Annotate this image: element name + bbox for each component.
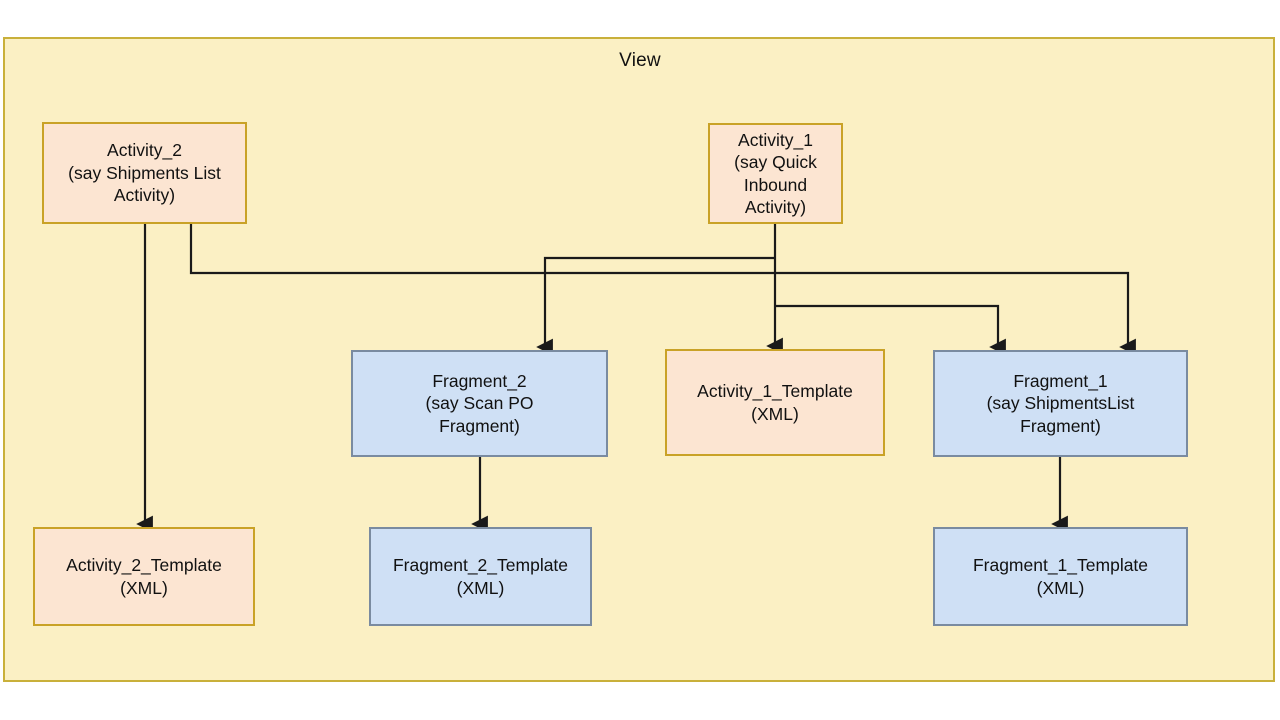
node-activity_1_template[interactable]: Activity_1_Template (XML) <box>665 349 885 456</box>
node-activity_2[interactable]: Activity_2 (say Shipments List Activity) <box>42 122 247 224</box>
node-fragment_2_template[interactable]: Fragment_2_Template (XML) <box>369 527 592 626</box>
node-activity_2_template[interactable]: Activity_2_Template (XML) <box>33 527 255 626</box>
node-fragment_2[interactable]: Fragment_2 (say Scan PO Fragment) <box>351 350 608 457</box>
node-fragment_1_template[interactable]: Fragment_1_Template (XML) <box>933 527 1188 626</box>
node-activity_1[interactable]: Activity_1 (say Quick Inbound Activity) <box>708 123 843 224</box>
node-fragment_1[interactable]: Fragment_1 (say ShipmentsList Fragment) <box>933 350 1188 457</box>
view-container-title: View <box>619 50 661 71</box>
